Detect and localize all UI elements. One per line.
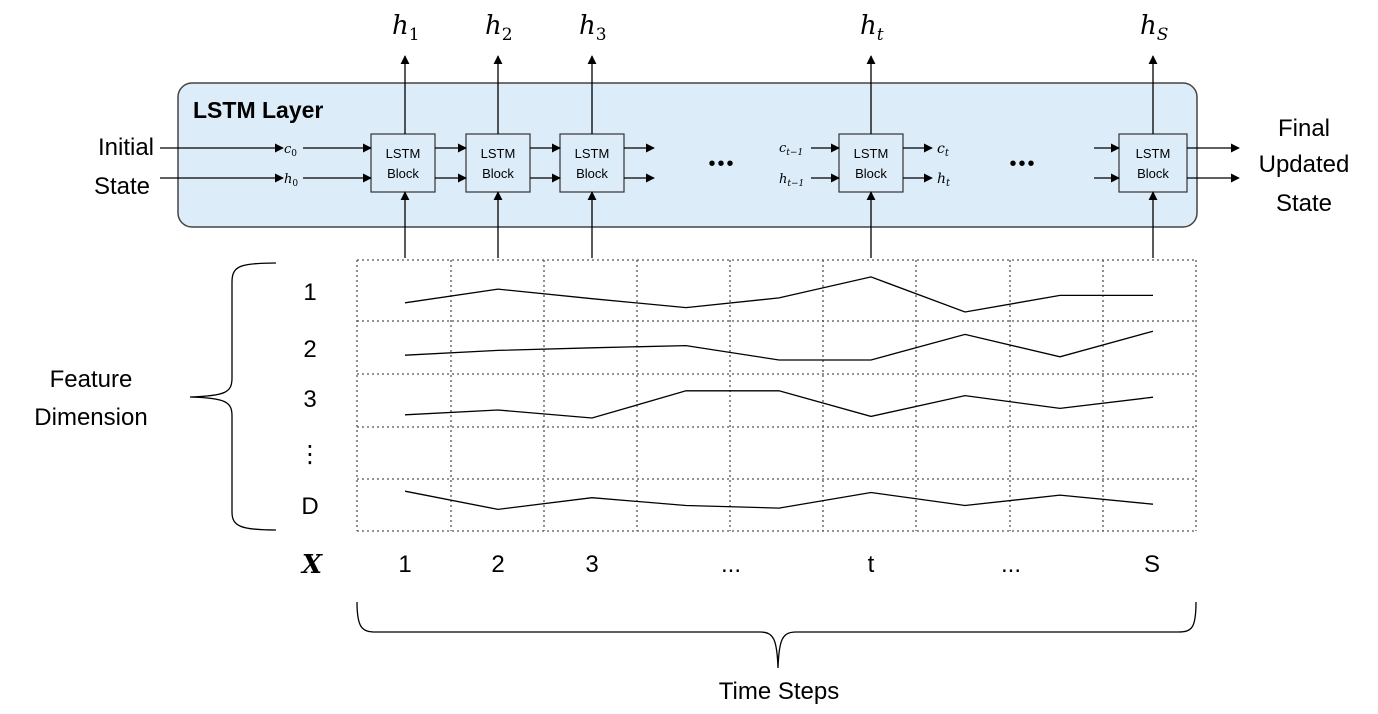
svg-text:LSTM: LSTM: [481, 146, 516, 161]
svg-text:LSTM: LSTM: [386, 146, 421, 161]
row-label-d: D: [301, 493, 318, 520]
x-symbol: X: [300, 550, 324, 580]
svg-text:LSTM: LSTM: [1136, 146, 1171, 161]
output-arrows: [400, 55, 1158, 134]
row-label-2: 2: [303, 336, 316, 363]
feature-series: [404, 276, 1154, 511]
time-tick-ellipsis-1: ...: [721, 551, 741, 578]
feature-3-series: [404, 390, 1154, 419]
svg-text:Block: Block: [482, 166, 514, 181]
svg-text:Block: Block: [855, 166, 887, 181]
final-state-line3: State: [1276, 190, 1332, 217]
feature-grid: [356, 259, 1197, 532]
output-label-hs: hS: [1140, 11, 1168, 45]
final-state-line2: Updated: [1259, 151, 1350, 178]
feature-2-series: [404, 330, 1154, 361]
time-tick-ellipsis-2: ...: [1001, 551, 1021, 578]
time-tick-1: 1: [398, 551, 411, 578]
row-label-dots: ⋮: [298, 441, 322, 468]
output-label-h3: h3: [579, 11, 607, 45]
lstm-layer-title: LSTM Layer: [193, 97, 323, 123]
output-label-ht: ht: [860, 11, 884, 45]
svg-text:Block: Block: [387, 166, 419, 181]
lstm-block-t: LSTM Block: [838, 133, 904, 193]
state-label-htm1: ht−1: [779, 172, 804, 189]
feature-brace: [189, 262, 277, 531]
state-arrows: [160, 143, 1240, 183]
final-state-line1: Final: [1278, 115, 1330, 142]
svg-text:Block: Block: [576, 166, 608, 181]
lstm-block-s: LSTM Block: [1118, 133, 1188, 193]
initial-state-line2: State: [94, 173, 150, 200]
state-label-ct: ct: [937, 141, 950, 159]
feature-label-line1: Feature: [50, 366, 133, 393]
time-brace: [356, 601, 1197, 669]
state-label-ht: ht: [937, 171, 951, 189]
time-tick-2: 2: [491, 551, 504, 578]
state-label-c0: c0: [284, 142, 297, 159]
layer-ellipsis-1: •••: [708, 153, 735, 175]
time-tick-t: t: [868, 551, 875, 578]
lstm-block-3: LSTM Block: [559, 133, 625, 193]
time-steps-caption: Time Steps: [719, 678, 839, 705]
time-tick-s: S: [1144, 551, 1160, 578]
output-label-h2: h2: [485, 11, 513, 45]
svg-text:LSTM: LSTM: [854, 146, 889, 161]
feature-d-series: [404, 490, 1154, 511]
feature-label-line2: Dimension: [34, 404, 147, 431]
layer-ellipsis-2: •••: [1009, 153, 1036, 175]
lstm-block-2: LSTM Block: [465, 133, 531, 193]
state-label-ctm1: ct−1: [779, 141, 803, 158]
row-label-1: 1: [303, 279, 316, 306]
lstm-block-1: LSTM Block: [370, 133, 436, 193]
time-tick-3: 3: [585, 551, 598, 578]
row-label-3: 3: [303, 386, 316, 413]
lstm-layer-box: [177, 82, 1198, 228]
feature-1-series: [404, 276, 1153, 313]
input-arrows: [400, 191, 1158, 258]
svg-text:LSTM: LSTM: [575, 146, 610, 161]
output-label-h1: h1: [392, 11, 420, 45]
state-label-h0: h0: [284, 172, 298, 189]
initial-state-line1: Initial: [98, 134, 154, 161]
svg-text:Block: Block: [1137, 166, 1169, 181]
